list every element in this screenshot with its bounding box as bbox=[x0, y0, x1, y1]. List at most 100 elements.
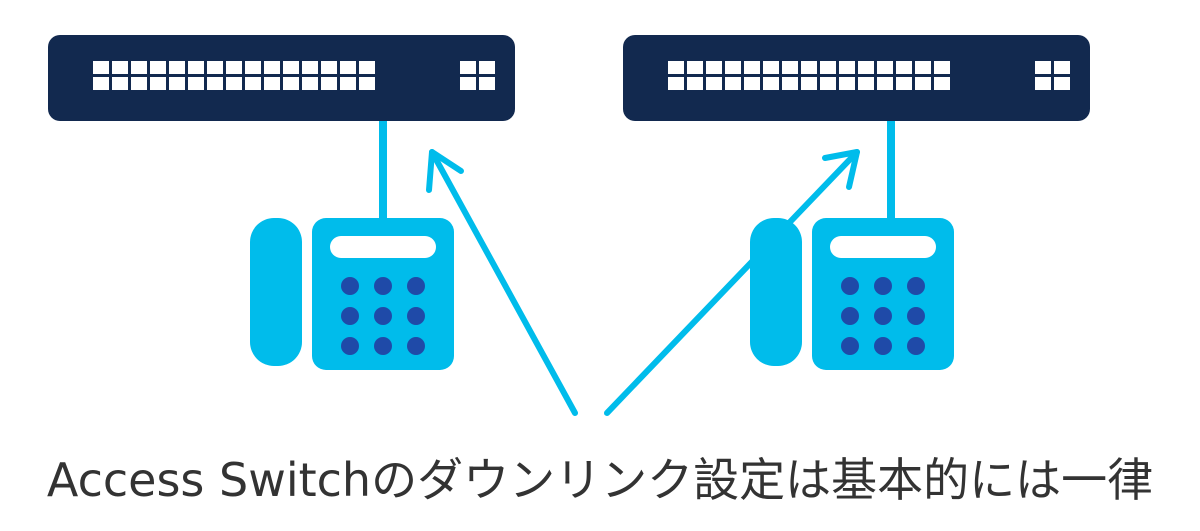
switch-port bbox=[706, 77, 722, 90]
phone-key bbox=[407, 277, 425, 295]
switch-port bbox=[150, 77, 166, 90]
uplink-port bbox=[1035, 77, 1051, 90]
access-switch-right bbox=[623, 35, 1090, 121]
phone-key bbox=[341, 277, 359, 295]
network-switch-icon bbox=[623, 35, 1090, 121]
phone-handset-icon bbox=[250, 218, 302, 366]
phone-key bbox=[407, 307, 425, 325]
switch-port bbox=[934, 61, 950, 74]
phone-key bbox=[874, 277, 892, 295]
switch-port bbox=[207, 61, 223, 74]
arrow-shaft-right bbox=[604, 149, 860, 416]
phone-key bbox=[341, 307, 359, 325]
phone-handset-icon bbox=[750, 218, 802, 366]
switch-port bbox=[801, 61, 817, 74]
phone-display bbox=[830, 236, 936, 258]
arrow-head-right bbox=[822, 149, 860, 190]
arrow-icon bbox=[426, 149, 578, 416]
arrow-shaft-left bbox=[429, 149, 578, 416]
switch-port bbox=[150, 61, 166, 74]
switch-port bbox=[782, 61, 798, 74]
switch-port bbox=[668, 77, 684, 90]
switch-port bbox=[706, 61, 722, 74]
switch-port bbox=[302, 61, 318, 74]
uplink-port bbox=[460, 77, 476, 90]
switch-port bbox=[744, 61, 760, 74]
switch-port-group-left bbox=[93, 61, 495, 90]
switch-port bbox=[896, 61, 912, 74]
phone-key bbox=[907, 337, 925, 355]
switch-port bbox=[744, 77, 760, 90]
switch-port bbox=[321, 77, 337, 90]
switch-port bbox=[245, 77, 261, 90]
uplink-port bbox=[460, 61, 476, 74]
switch-port bbox=[169, 77, 185, 90]
switch-port bbox=[858, 77, 874, 90]
uplink-port bbox=[479, 61, 495, 74]
phone-key bbox=[374, 307, 392, 325]
phone-key bbox=[907, 307, 925, 325]
phone-key bbox=[874, 337, 892, 355]
uplink-port bbox=[1054, 61, 1070, 74]
switch-port bbox=[725, 61, 741, 74]
switch-port bbox=[934, 77, 950, 90]
switch-port bbox=[763, 77, 779, 90]
phone-key bbox=[907, 277, 925, 295]
switch-port bbox=[131, 61, 147, 74]
arrow-icon bbox=[604, 149, 860, 416]
switch-port bbox=[283, 77, 299, 90]
switch-port bbox=[858, 61, 874, 74]
switch-port bbox=[226, 61, 242, 74]
switch-port bbox=[668, 61, 684, 74]
phone-key bbox=[841, 337, 859, 355]
switch-port bbox=[687, 77, 703, 90]
switch-port bbox=[264, 77, 280, 90]
switch-port bbox=[877, 61, 893, 74]
switch-port bbox=[915, 77, 931, 90]
switch-port bbox=[896, 77, 912, 90]
switch-port bbox=[112, 77, 128, 90]
ip-phone-left bbox=[250, 218, 454, 370]
switch-port bbox=[188, 77, 204, 90]
switch-port bbox=[188, 61, 204, 74]
switch-port bbox=[359, 61, 375, 74]
switch-port bbox=[340, 77, 356, 90]
uplink-port bbox=[1054, 77, 1070, 90]
phone-key bbox=[874, 307, 892, 325]
phone-keypad-right bbox=[841, 277, 925, 355]
switch-port bbox=[93, 61, 109, 74]
switch-port bbox=[820, 61, 836, 74]
switch-port bbox=[283, 61, 299, 74]
switch-port bbox=[131, 77, 147, 90]
phone-display bbox=[330, 236, 436, 258]
phone-keypad-left bbox=[341, 277, 425, 355]
switch-port bbox=[725, 77, 741, 90]
switch-port bbox=[207, 77, 223, 90]
ip-phone-right bbox=[750, 218, 954, 370]
switch-port bbox=[112, 61, 128, 74]
phone-key bbox=[374, 337, 392, 355]
switch-port bbox=[226, 77, 242, 90]
uplink-port bbox=[479, 77, 495, 90]
switch-port bbox=[321, 61, 337, 74]
switch-port bbox=[169, 61, 185, 74]
switch-port bbox=[264, 61, 280, 74]
switch-port bbox=[820, 77, 836, 90]
uplink-port bbox=[1035, 61, 1051, 74]
switch-port bbox=[302, 77, 318, 90]
switch-port bbox=[839, 61, 855, 74]
switch-port bbox=[245, 61, 261, 74]
switch-port bbox=[801, 77, 817, 90]
phone-key bbox=[841, 307, 859, 325]
switch-port bbox=[763, 61, 779, 74]
access-switch-left bbox=[48, 35, 515, 121]
phone-key bbox=[374, 277, 392, 295]
switch-port bbox=[839, 77, 855, 90]
phone-key bbox=[407, 337, 425, 355]
arrow-head-left bbox=[426, 149, 464, 193]
phone-key bbox=[341, 337, 359, 355]
switch-port bbox=[877, 77, 893, 90]
switch-port bbox=[782, 77, 798, 90]
switch-port bbox=[340, 61, 356, 74]
